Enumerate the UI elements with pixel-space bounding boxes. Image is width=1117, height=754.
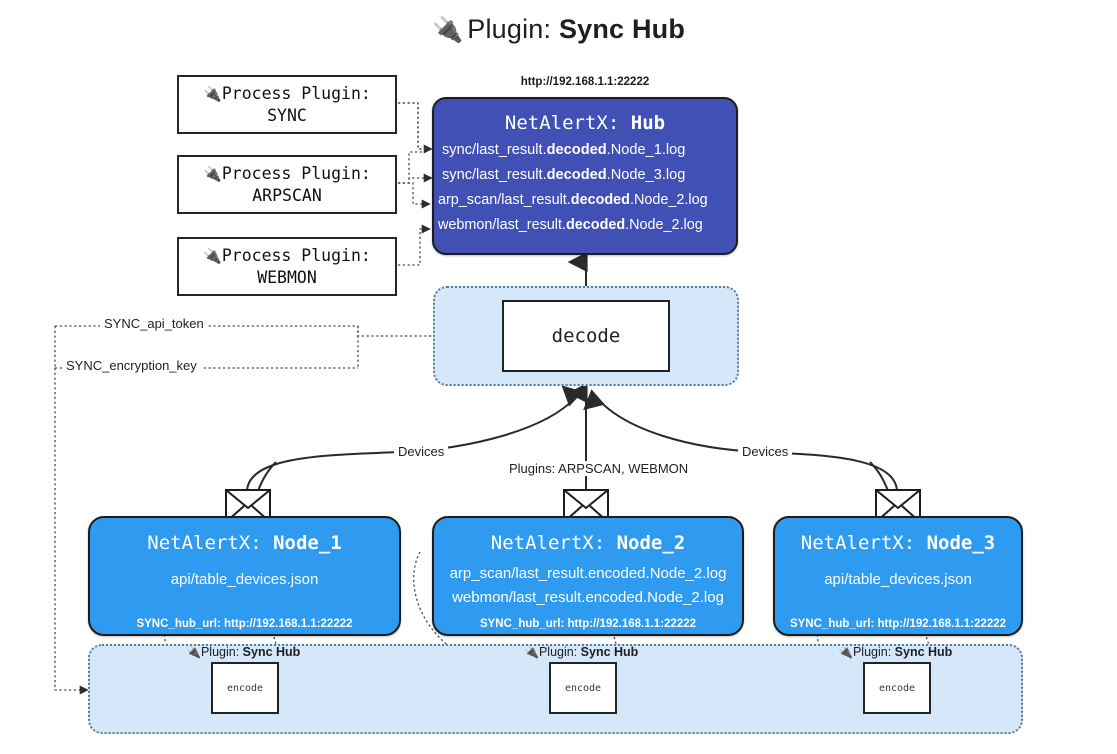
page-title-prefix: Plugin: bbox=[467, 14, 552, 44]
hub-log-pre: arp_scan/last_result. bbox=[438, 192, 571, 208]
process-plugin-name: WEBMON bbox=[257, 267, 317, 287]
encode-box[interactable]: encode bbox=[211, 662, 279, 714]
plug-icon: 🔌 bbox=[524, 645, 539, 659]
hub-log-bold: decoded bbox=[546, 142, 607, 158]
hub-log-row: arp_scan/last_result.decoded.Node_2.log bbox=[438, 192, 730, 208]
node-hub-url-value: http://192.168.1.1:22222 bbox=[567, 618, 697, 630]
node-title-prefix: NetAlertX: bbox=[490, 532, 606, 554]
encode-plugin-prefix: Plugin: bbox=[200, 645, 240, 659]
process-plugin-box-webmon[interactable]: 🔌Process Plugin: WEBMON bbox=[177, 237, 397, 296]
node-box-node-3[interactable]: NetAlertX: Node_3 api/table_devices.json… bbox=[773, 516, 1023, 636]
plug-icon: 🔌 bbox=[203, 165, 222, 184]
hub-node[interactable]: NetAlertX: Hub sync/last_result.decoded.… bbox=[432, 97, 738, 255]
secret-label-encryption-key: SYNC_encryption_key bbox=[62, 358, 201, 373]
node-hub-url-value: http://192.168.1.1:22222 bbox=[877, 618, 1007, 630]
encode-box[interactable]: encode bbox=[549, 662, 617, 714]
node-hub-url-key: SYNC_hub_url: bbox=[479, 618, 565, 630]
node-title-name: Node_1 bbox=[273, 532, 342, 554]
encode-plugin-name: Sync Hub bbox=[242, 645, 301, 659]
hub-url-label: http://192.168.1.1:22222 bbox=[520, 76, 650, 88]
hub-log-pre: sync/last_result. bbox=[442, 167, 547, 183]
process-plugin-label: Process Plugin: bbox=[221, 164, 371, 184]
plug-icon: 🔌 bbox=[838, 645, 853, 659]
encode-plugin-name: Sync Hub bbox=[580, 645, 639, 659]
decode-box[interactable]: decode bbox=[502, 300, 670, 372]
hub-log-row: webmon/last_result.decoded.Node_2.log bbox=[438, 217, 730, 233]
encode-box[interactable]: encode bbox=[863, 662, 931, 714]
node-title: NetAlertX: Node_2 bbox=[434, 532, 742, 554]
hub-log-row: sync/last_result.decoded.Node_3.log bbox=[442, 167, 734, 183]
hub-log-bold: decoded bbox=[570, 192, 630, 208]
hub-log-post: .Node_2.log bbox=[625, 217, 703, 233]
hub-log-post: .Node_2.log bbox=[629, 192, 708, 208]
process-plugin-box-arpscan[interactable]: 🔌Process Plugin: ARPSCAN bbox=[177, 155, 397, 214]
page-title: 🔌Plugin: Sync Hub bbox=[0, 14, 1117, 45]
node-title: NetAlertX: Node_3 bbox=[775, 532, 1021, 554]
hub-title-prefix: NetAlertX: bbox=[504, 112, 620, 134]
hub-log-row: sync/last_result.decoded.Node_1.log bbox=[442, 142, 734, 158]
process-plugin-name: SYNC bbox=[267, 105, 307, 125]
hub-log-pre: webmon/last_result. bbox=[438, 217, 566, 233]
hub-title-name: Hub bbox=[630, 112, 666, 134]
node-log-line: arp_scan/last_result.encoded.Node_2.log bbox=[449, 565, 727, 582]
encode-plugin-prefix: Plugin: bbox=[852, 645, 892, 659]
node-hub-url-key: SYNC_hub_url: bbox=[136, 618, 221, 630]
encode-plugin-label: 🔌Plugin: Sync Hub bbox=[524, 645, 638, 659]
node-title-name: Node_2 bbox=[616, 532, 686, 554]
node-box-node-1[interactable]: NetAlertX: Node_1 api/table_devices.json… bbox=[88, 516, 401, 636]
hub-log-pre: sync/last_result. bbox=[442, 142, 547, 158]
plug-icon: 🔌 bbox=[431, 16, 464, 44]
process-plugin-name: ARPSCAN bbox=[252, 185, 322, 205]
node-hub-url: SYNC_hub_url: http://192.168.1.1:22222 bbox=[775, 618, 1021, 630]
plug-icon: 🔌 bbox=[203, 85, 222, 104]
node-box-node-2[interactable]: NetAlertX: Node_2 arp_scan/last_result.e… bbox=[432, 516, 744, 636]
edge-label-devices-right: Devices bbox=[738, 444, 793, 459]
edge-label-plugins-center: Plugins: ARPSCAN, WEBMON bbox=[505, 461, 693, 476]
hub-log-post: .Node_3.log bbox=[606, 167, 686, 183]
node-log-line: api/table_devices.json bbox=[170, 571, 319, 588]
edge-label-devices-left: Devices bbox=[394, 444, 449, 459]
encode-plugin-prefix: Plugin: bbox=[538, 645, 578, 659]
page-title-name: Sync Hub bbox=[558, 14, 686, 44]
encode-plugin-label: 🔌Plugin: Sync Hub bbox=[186, 645, 300, 659]
plug-icon: 🔌 bbox=[203, 247, 222, 266]
node-title: NetAlertX: Node_1 bbox=[90, 532, 399, 554]
process-plugin-label: Process Plugin: bbox=[221, 246, 371, 266]
node-hub-url: SYNC_hub_url: http://192.168.1.1:22222 bbox=[434, 618, 742, 630]
encode-plugin-name: Sync Hub bbox=[894, 645, 953, 659]
hub-log-post: .Node_1.log bbox=[606, 142, 686, 158]
node-hub-url-value: http://192.168.1.1:22222 bbox=[224, 618, 353, 630]
node-hub-url-key: SYNC_hub_url: bbox=[789, 618, 875, 630]
hub-title: NetAlertX: Hub bbox=[434, 112, 736, 134]
node-title-prefix: NetAlertX: bbox=[147, 532, 262, 554]
secret-label-api-token: SYNC_api_token bbox=[100, 316, 208, 331]
node-title-name: Node_3 bbox=[926, 532, 996, 554]
node-log-line: webmon/last_result.encoded.Node_2.log bbox=[452, 589, 724, 606]
encode-plugin-label: 🔌Plugin: Sync Hub bbox=[838, 645, 952, 659]
process-plugin-label: Process Plugin: bbox=[221, 84, 371, 104]
node-log-line: api/table_devices.json bbox=[824, 571, 972, 588]
process-plugin-box-sync[interactable]: 🔌Process Plugin: SYNC bbox=[177, 75, 397, 134]
plug-icon: 🔌 bbox=[186, 645, 201, 659]
hub-log-bold: decoded bbox=[565, 217, 626, 233]
hub-log-bold: decoded bbox=[546, 167, 607, 183]
node-title-prefix: NetAlertX: bbox=[800, 532, 916, 554]
node-hub-url: SYNC_hub_url: http://192.168.1.1:22222 bbox=[90, 618, 399, 630]
